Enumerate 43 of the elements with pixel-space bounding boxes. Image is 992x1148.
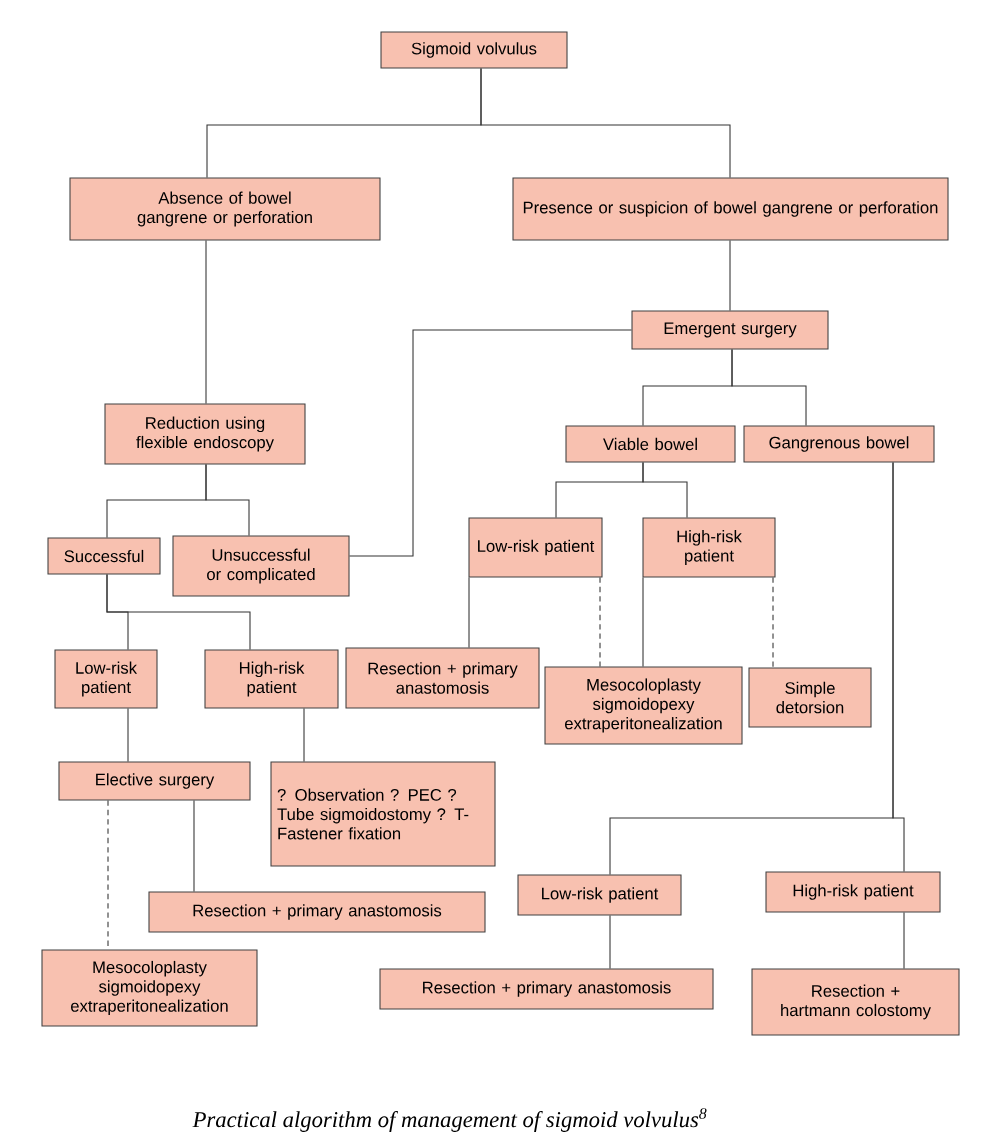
connector-line [205, 464, 250, 536]
connector-line [731, 349, 807, 426]
process-box: High-risk patient [204, 649, 339, 709]
connector-line [892, 462, 905, 872]
process-box: Unsuccessful or complicated [172, 535, 350, 597]
connector-line [193, 800, 195, 892]
connector-line [772, 577, 774, 668]
connector-line [349, 329, 632, 557]
process-box: Resection + primary anastomosis [148, 891, 486, 933]
process-box: Successful [47, 537, 161, 575]
connector-line [642, 462, 688, 518]
process-box: Absence of bowel gangrene or perforation [69, 177, 381, 241]
process-box: Resection + primary anastomosis [379, 968, 714, 1010]
connector-line [599, 577, 601, 667]
process-box: Mesocoloplasty sigmoidopexy extraperitonealization [544, 666, 743, 745]
connector-line [729, 240, 731, 311]
connector-line [205, 240, 207, 404]
connector-line [642, 577, 644, 667]
connector-line [480, 68, 731, 178]
connector-line [609, 915, 611, 969]
process-box: Low-risk patient [517, 874, 682, 916]
process-box: Presence or suspicion of bowel gangrene or perforation [512, 177, 949, 241]
caption: Practical algorithm of management of sigmoid volvulus$^{8}$ [192, 1108, 707, 1132]
process-box: Simple detorsion [748, 667, 872, 728]
process-box: Resection + primary anastomosis [345, 647, 540, 709]
process-box: Elective surgery [58, 761, 251, 801]
connector-line [903, 912, 905, 969]
process-box: Low-risk patient [468, 517, 603, 578]
connector-line [127, 708, 129, 762]
process-box: Low-risk patient [54, 649, 158, 709]
process-box: Emergent surgery [631, 310, 829, 350]
process-box: Mesocoloplasty sigmoidopexy extraperitonealization [41, 949, 258, 1027]
connector-line [106, 574, 251, 650]
process-box: Resection + hartmann colostomy [751, 968, 960, 1036]
connector-line [468, 577, 470, 648]
process-box: High-risk patient [765, 871, 941, 913]
process-box: Sigmoid volvulus [380, 31, 568, 69]
process-box: ? Observation ? PEC ? Tube sigmoidostomy ? T-Fastener fixation [270, 761, 496, 867]
process-box: High-risk patient [642, 517, 776, 578]
process-box: Viable bowel [565, 425, 736, 463]
process-box: Reduction using flexible endoscopy [104, 403, 306, 465]
process-box: Gangrenous bowel [743, 425, 935, 463]
connector-line [303, 708, 305, 762]
